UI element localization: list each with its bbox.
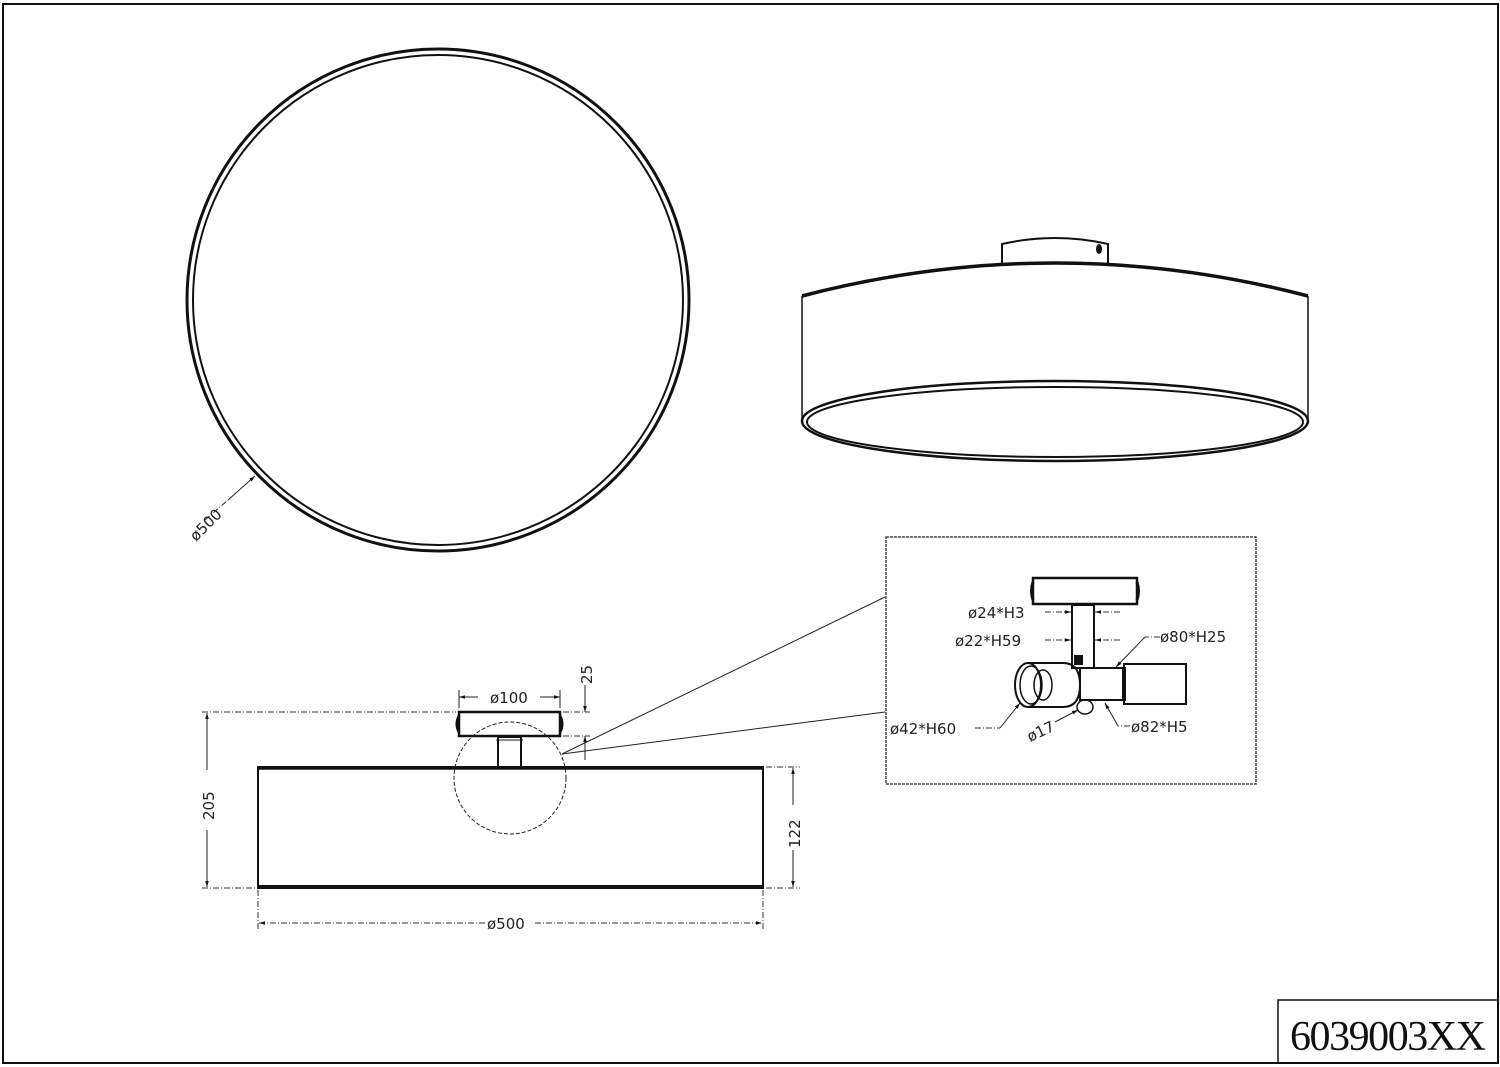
- shade-height-label: 122: [786, 819, 804, 848]
- total-height-label: 205: [200, 791, 218, 820]
- detail-label-c: ø80*H25: [1160, 628, 1226, 646]
- detail-label-b: ø22*H59: [955, 632, 1021, 650]
- detail-label-a: ø24*H3: [968, 604, 1025, 622]
- top-view: ø500: [185, 47, 691, 553]
- detail-view: ø24*H3 ø22*H59 ø80*H25 ø42*H60 ø17 ø82*H…: [885, 536, 1257, 785]
- detail-label-e: ø17: [1024, 717, 1057, 745]
- product-code: 6039003XX: [1290, 1014, 1486, 1060]
- canopy-height-label: 25: [578, 665, 596, 684]
- title-block: 6039003XX: [1277, 999, 1499, 1064]
- detail-label-d: ø42*H60: [890, 720, 956, 738]
- detail-label-f: ø82*H5: [1131, 718, 1188, 736]
- shade-diameter-label: ø500: [487, 915, 525, 933]
- side-view: ø100 25 205 122 ø500: [200, 596, 886, 933]
- top-view-diameter-label: ø500: [186, 505, 225, 544]
- perspective-view: [800, 237, 1310, 463]
- drawing-frame: [2, 3, 1499, 1064]
- canopy-diameter-label: ø100: [490, 689, 528, 707]
